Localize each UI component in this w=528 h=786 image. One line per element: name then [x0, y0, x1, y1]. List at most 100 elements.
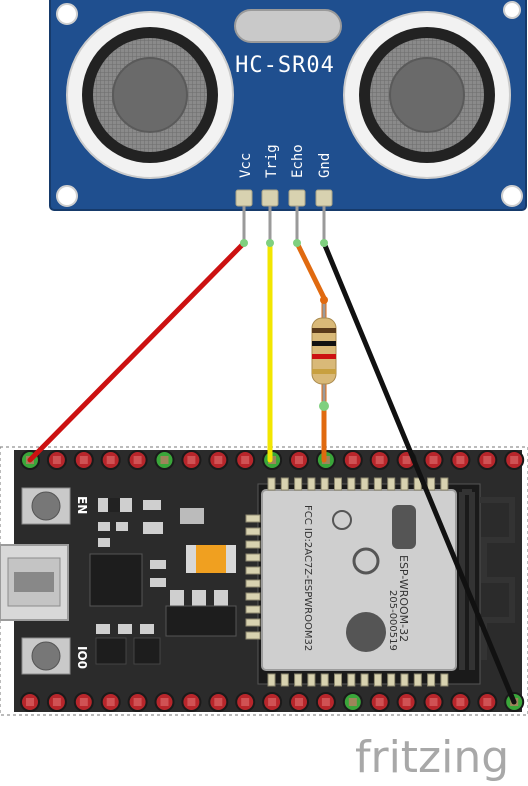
module-pad — [373, 477, 382, 491]
voltage-regulator — [165, 590, 237, 637]
module-name-label: ESP-WROOM-32 — [397, 555, 410, 642]
header-pin-hole — [456, 456, 465, 464]
module-pad — [245, 540, 261, 549]
board-outline — [0, 446, 528, 716]
header-pin-hole — [483, 698, 492, 706]
pin-label-vcc: Vcc — [238, 153, 254, 178]
module-pad — [334, 477, 342, 491]
usb-connector — [0, 544, 69, 621]
resistor-band — [312, 354, 336, 359]
module-pad — [280, 673, 289, 687]
header-pin-hole — [321, 698, 330, 706]
header-pin-hole — [348, 456, 357, 464]
header-pin-hole — [214, 698, 223, 706]
header-pin-hole — [375, 456, 384, 464]
fritzing-logo: fritzing — [355, 732, 509, 783]
pin-pad-trig — [261, 189, 279, 207]
module-pad — [400, 673, 409, 687]
module-pad — [307, 673, 316, 687]
header-pin-hole — [133, 456, 142, 464]
module-pad — [347, 673, 356, 687]
header-pin-hole — [79, 698, 88, 706]
module-pad — [373, 673, 382, 687]
resistor-band — [312, 328, 336, 333]
ce-mark — [352, 547, 380, 575]
left-transducer — [66, 11, 234, 179]
smd — [150, 578, 166, 587]
wifi-logo — [392, 505, 416, 549]
smd — [116, 522, 128, 531]
smd — [98, 522, 110, 531]
resistor-band — [312, 341, 336, 346]
header-pin-hole — [510, 456, 519, 464]
header-pin-hole — [402, 698, 411, 706]
header-pin-hole — [402, 456, 411, 464]
header-pin-hole — [295, 698, 303, 706]
header-pin-hole — [106, 698, 115, 706]
module-pad — [245, 579, 261, 588]
header-pin-hole — [429, 456, 438, 464]
module-pad — [245, 566, 261, 575]
esp-wroom-32-module — [257, 483, 515, 685]
module-pad — [245, 553, 261, 562]
resistor — [311, 296, 337, 411]
smd — [143, 522, 163, 534]
header-pin-hole — [348, 698, 357, 706]
sensor-connection-points — [240, 239, 328, 247]
resistor-body — [311, 317, 337, 385]
module-pad — [360, 673, 369, 687]
smd — [118, 624, 132, 634]
module-pad — [307, 477, 316, 491]
hc-sr04-sensor: HC-SR04 Vcc Trig Echo Gnd — [49, 0, 527, 244]
en-button — [21, 487, 71, 525]
pin-pad-vcc — [235, 189, 253, 207]
module-pad — [387, 673, 396, 687]
smd — [143, 500, 161, 510]
module-pad — [413, 673, 422, 687]
pin-label-trig: Trig — [264, 144, 280, 178]
io0-button — [21, 637, 71, 675]
module-pad — [427, 477, 436, 491]
mount-hole — [56, 185, 78, 207]
header-pin-hole — [26, 698, 34, 706]
header-pin-hole — [160, 698, 169, 706]
module-pad — [294, 673, 303, 687]
module-pad — [387, 477, 396, 491]
cert-icon — [332, 510, 352, 530]
mount-hole — [56, 3, 78, 25]
module-pad — [245, 514, 261, 523]
header-pin-hole — [79, 456, 88, 464]
header-pin-hole — [483, 456, 492, 464]
pin-pad-echo — [288, 189, 306, 207]
pin-label-echo: Echo — [290, 144, 306, 178]
module-pad — [440, 673, 449, 687]
module-pad — [440, 477, 449, 491]
module-pad — [245, 605, 261, 614]
module-logos — [332, 505, 416, 652]
header-pin-hole — [52, 698, 61, 706]
mount-hole — [501, 185, 523, 207]
module-cert-label: 205-000519 — [387, 590, 398, 651]
usb-uart-chip — [89, 553, 143, 607]
header-pin-hole — [160, 456, 169, 464]
module-pad — [245, 527, 261, 536]
smd — [150, 560, 166, 569]
wire-echo-upper — [294, 240, 327, 321]
mount-hole — [503, 1, 521, 19]
smd — [98, 538, 110, 547]
module-bottom-pins — [267, 673, 449, 687]
header-pin-hole — [268, 698, 277, 706]
module-pad — [294, 477, 303, 491]
io0-label: IO0 — [75, 646, 89, 669]
header-pin-hole — [133, 698, 142, 706]
tantalum-capacitor — [186, 545, 236, 573]
module-pad — [320, 477, 329, 491]
module-pad — [267, 673, 276, 687]
en-label: EN — [75, 496, 89, 514]
pin-legs — [242, 206, 326, 244]
header-pin-hole — [456, 698, 465, 706]
module-pad — [245, 631, 261, 640]
espressif-logo — [346, 612, 386, 652]
right-transducer — [343, 11, 511, 179]
pin-label-gnd: Gnd — [317, 153, 333, 178]
